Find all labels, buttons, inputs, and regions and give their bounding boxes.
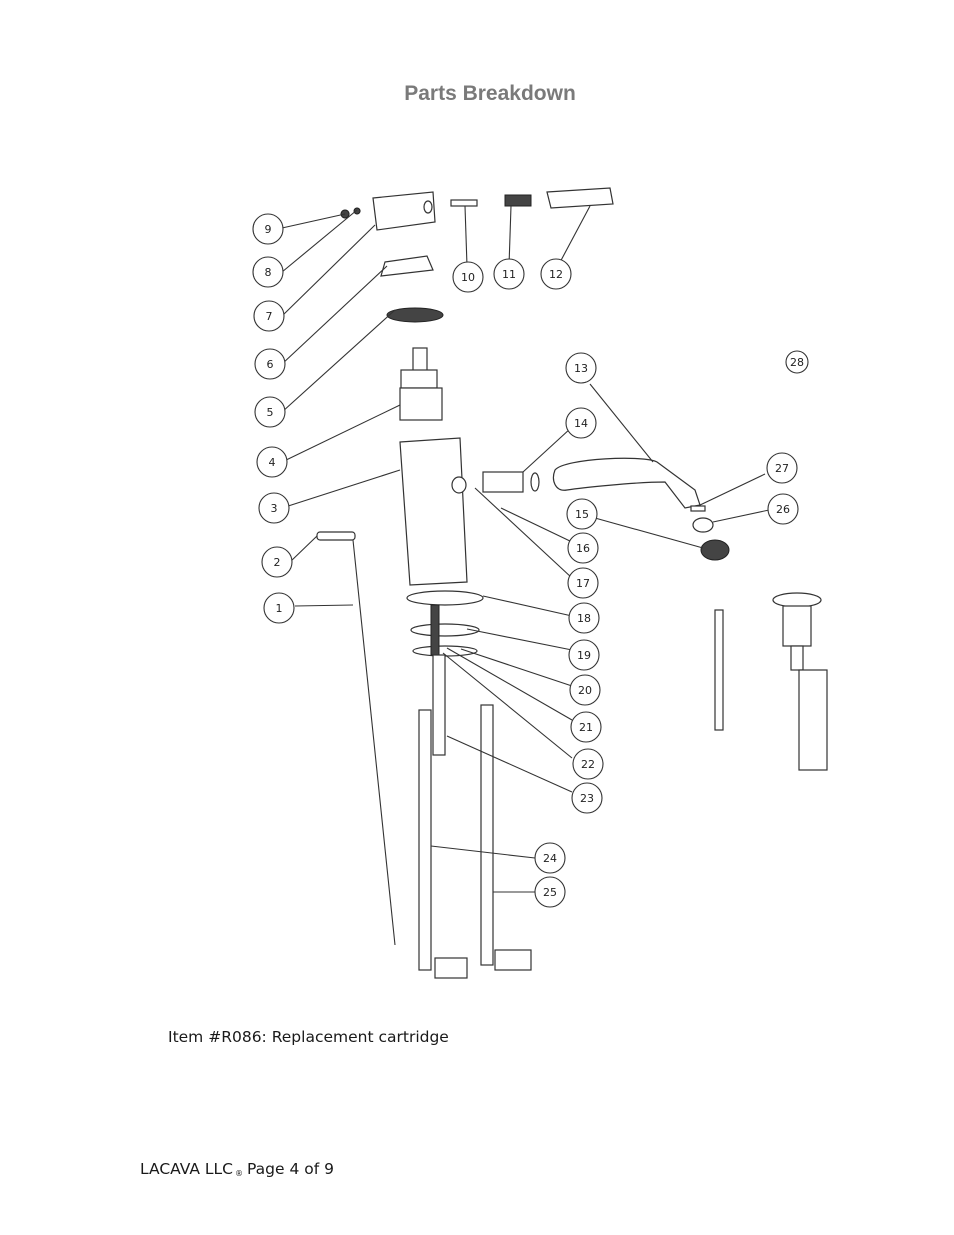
- svg-text:7: 7: [266, 310, 273, 323]
- page-title: Parts Breakdown: [404, 82, 576, 105]
- drain-assembly-part: [714, 592, 828, 771]
- svg-text:5: 5: [267, 406, 274, 419]
- callout-3: 3: [258, 492, 290, 524]
- base-washer-part: [406, 590, 484, 606]
- footer-page-number: Page 4 of 9: [247, 1160, 334, 1178]
- callout-4: 4: [256, 446, 288, 478]
- svg-text:11: 11: [502, 268, 516, 281]
- aerator-part: [700, 539, 730, 561]
- faucet-body-part: [399, 437, 468, 586]
- svg-text:28: 28: [790, 356, 804, 369]
- svg-text:9: 9: [265, 223, 272, 236]
- handle-part: [340, 191, 436, 231]
- svg-text:27: 27: [775, 462, 789, 475]
- callout-13: 13: [565, 352, 597, 384]
- svg-text:24: 24: [543, 852, 557, 865]
- callout-24: 24: [534, 842, 566, 874]
- svg-text:23: 23: [580, 792, 594, 805]
- callout-2: 2: [261, 546, 293, 578]
- replacement-cartridge-note: Item #R086: Replacement cartridge: [168, 1028, 449, 1046]
- cartridge-part: [399, 347, 443, 421]
- leader-lines: [281, 205, 770, 893]
- svg-text:14: 14: [574, 417, 588, 430]
- threaded-rod-part: [432, 654, 446, 756]
- svg-text:2: 2: [274, 556, 281, 569]
- svg-text:12: 12: [549, 268, 563, 281]
- callout-21: 21: [570, 711, 602, 743]
- callout-9: 9: [252, 213, 284, 245]
- lever-part: [546, 187, 614, 209]
- callout-27: 27: [766, 452, 798, 484]
- lift-rod-part: [352, 539, 396, 946]
- page-footer: LACAVA LLC® Page 4 of 9: [140, 1160, 334, 1178]
- footer-company: LACAVA LLC: [140, 1160, 233, 1178]
- callout-11: 11: [493, 258, 525, 290]
- callout-6: 6: [254, 348, 286, 380]
- svg-text:20: 20: [578, 684, 592, 697]
- callout-14: 14: [565, 407, 597, 439]
- callout-20: 20: [569, 674, 601, 706]
- callout-23: 23: [571, 782, 603, 814]
- parts-diagram: 1 2 3 4 5 6 7 8 9 10 11 12 13 14 15 16 1…: [195, 170, 915, 1000]
- nut-part: [386, 307, 444, 323]
- svg-text:4: 4: [269, 456, 276, 469]
- callout-10: 10: [452, 261, 484, 293]
- callout-16: 16: [567, 532, 599, 564]
- svg-text:8: 8: [265, 266, 272, 279]
- registered-mark: ®: [235, 1169, 243, 1178]
- callout-17: 17: [567, 567, 599, 599]
- spout-part: [552, 457, 701, 509]
- svg-text:19: 19: [577, 649, 591, 662]
- callout-28: 28: [785, 350, 809, 374]
- callout-25: 25: [534, 876, 566, 908]
- callout-18: 18: [568, 602, 600, 634]
- callout-19: 19: [568, 639, 600, 671]
- callout-15: 15: [566, 498, 598, 530]
- callout-1: 1: [263, 592, 295, 624]
- svg-text:6: 6: [267, 358, 274, 371]
- svg-text:3: 3: [271, 502, 278, 515]
- callout-5: 5: [254, 396, 286, 428]
- svg-text:18: 18: [577, 612, 591, 625]
- svg-text:25: 25: [543, 886, 557, 899]
- svg-text:21: 21: [579, 721, 593, 734]
- svg-text:22: 22: [581, 758, 595, 771]
- svg-text:17: 17: [576, 577, 590, 590]
- svg-text:26: 26: [776, 503, 790, 516]
- svg-text:16: 16: [576, 542, 590, 555]
- svg-text:13: 13: [574, 362, 588, 375]
- sleeve-part: [504, 194, 532, 207]
- exploded-view-drawing: 1 2 3 4 5 6 7 8 9 10 11 12 13 14 15 16 1…: [252, 187, 828, 979]
- callout-12: 12: [540, 258, 572, 290]
- callout-26: 26: [767, 493, 799, 525]
- svg-text:1: 1: [276, 602, 283, 615]
- connector-part: [482, 471, 524, 493]
- cap-part: [380, 255, 434, 277]
- callout-22: 22: [572, 748, 604, 780]
- callout-7: 7: [253, 300, 285, 332]
- supply-line-part: [418, 709, 432, 971]
- svg-text:15: 15: [575, 508, 589, 521]
- svg-text:10: 10: [461, 271, 475, 284]
- callout-8: 8: [252, 256, 284, 288]
- pin-part: [450, 199, 478, 207]
